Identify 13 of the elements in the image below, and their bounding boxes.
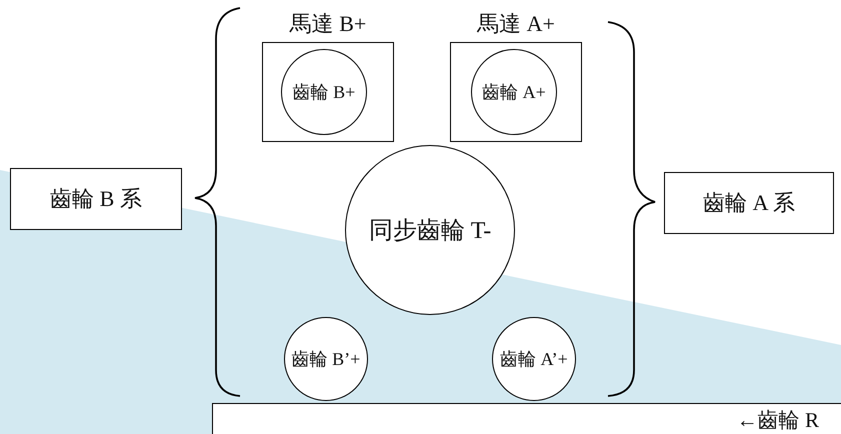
gear-label: 齒輪 B 系 bbox=[50, 185, 142, 213]
group-box bbox=[664, 172, 834, 234]
gear-label: 同步齒輪 T- bbox=[368, 217, 492, 246]
gear-label: 齒輪 B’+ bbox=[292, 348, 360, 371]
group-box bbox=[10, 168, 182, 230]
rack-bar bbox=[212, 403, 841, 434]
gear-label: 齒輪 A+ bbox=[482, 81, 546, 104]
gear-label: 齒輪 A 系 bbox=[703, 189, 795, 217]
motor-label: 馬達 B+ bbox=[290, 10, 366, 38]
motor-label: 馬達 A+ bbox=[477, 10, 555, 38]
gear-label: 齒輪 B+ bbox=[292, 81, 356, 104]
gear-label: ←齒輪 R bbox=[736, 407, 819, 434]
gear-label: 齒輪 A’+ bbox=[500, 348, 568, 371]
